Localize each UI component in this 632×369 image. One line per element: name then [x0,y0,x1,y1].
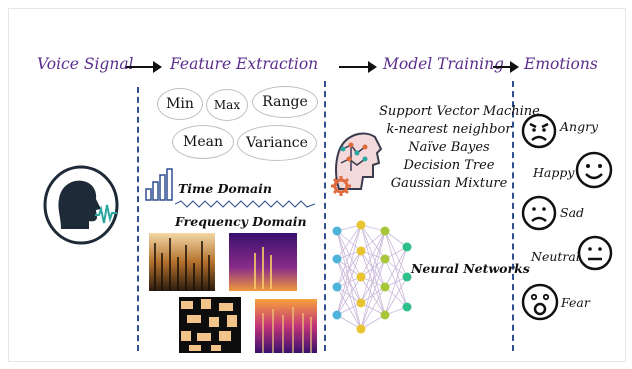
emotion-sad-label: Sad [560,205,585,220]
fear-face-icon [521,283,559,321]
stage-feature-extraction: Feature Extraction [170,55,319,73]
gear-icon [331,176,351,196]
emotion-happy-label: Happy [533,165,575,180]
algorithm-gaussian-mixture: Gaussian Mixture [390,176,508,191]
happy-face-icon [575,151,613,189]
feature-variance-label: Variance [246,135,308,151]
sad-face-icon [521,195,557,231]
feature-mean-label: Mean [183,134,223,150]
emotion-neutral-label: Neutral [531,249,580,264]
arrow-feature-to-model [339,61,377,73]
bar-chart-icon [145,168,173,201]
spectrogram-3 [179,297,241,353]
feature-mean: Mean [172,125,234,159]
angry-face-icon [521,113,557,149]
feature-min: Min [157,88,203,120]
spectrogram-4 [255,299,317,353]
divider-line-3 [512,81,514,351]
spectrogram-1 [149,233,215,291]
arrow-voice-to-feature [126,61,162,73]
neutral-face-icon [577,235,613,271]
feature-max-label: Max [213,98,241,112]
frequency-domain-label: Frequency Domain [175,214,307,229]
feature-variance: Variance [237,125,317,161]
stage-voice-signal: Voice Signal [37,55,134,73]
divider-line-1 [137,87,139,351]
algorithm-list: Support Vector Machine k-nearest neighbo… [379,103,540,193]
stage-emotions: Emotions [524,55,598,73]
arrow-model-to-emotions [493,61,519,73]
algorithm-naive-bayes: Naïve Bayes [408,140,490,155]
feature-range-label: Range [262,94,308,110]
neural-network-icon [332,220,412,334]
neural-networks-label: Neural Networks [411,261,530,276]
feature-max: Max [206,89,248,121]
divider-line-2 [324,81,326,351]
stage-model-training: Model Training [383,55,504,73]
algorithm-svm: Support Vector Machine [379,104,540,119]
ai-head-icon [335,132,383,190]
algorithm-decision-tree: Decision Tree [403,158,495,173]
diagram-canvas: Voice Signal Feature Extraction Model Tr… [8,8,626,362]
feature-range: Range [252,86,318,118]
emotion-fear-label: Fear [561,295,590,310]
time-domain-label: Time Domain [178,181,272,196]
emotion-angry-label: Angry [560,119,599,134]
waveform-line [175,200,315,208]
spectrogram-2 [229,233,297,291]
head-voice-icon [43,165,119,245]
algorithm-knn: k-nearest neighbor [386,122,512,137]
feature-min-label: Min [166,96,194,112]
